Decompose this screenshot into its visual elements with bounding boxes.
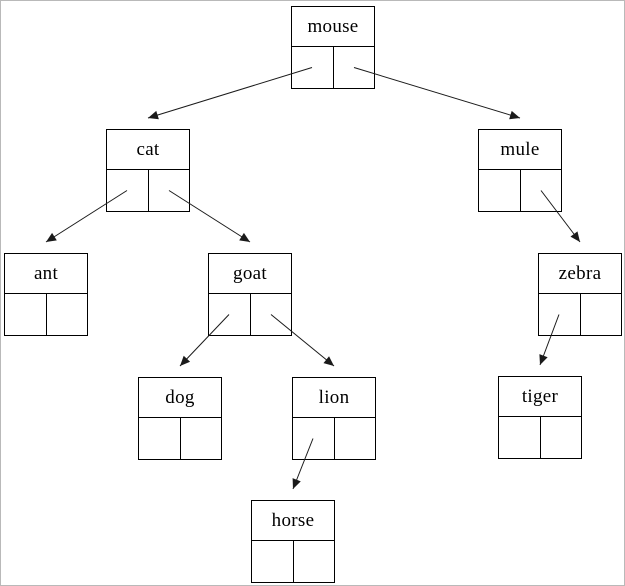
left-pointer-cell bbox=[107, 170, 149, 211]
pointer-cells bbox=[539, 294, 621, 335]
left-pointer-cell bbox=[292, 47, 334, 88]
node-label: mouse bbox=[292, 7, 374, 47]
left-pointer-cell bbox=[139, 418, 181, 459]
right-pointer-cell bbox=[294, 541, 335, 582]
node-label: horse bbox=[252, 501, 334, 541]
left-pointer-cell bbox=[499, 417, 541, 458]
pointer-cells bbox=[479, 170, 561, 211]
node-label: ant bbox=[5, 254, 87, 294]
right-pointer-cell bbox=[47, 294, 88, 335]
tree-node-zebra: zebra bbox=[538, 253, 622, 336]
tree-node-lion: lion bbox=[292, 377, 376, 460]
node-label: tiger bbox=[499, 377, 581, 417]
pointer-cells bbox=[293, 418, 375, 459]
right-pointer-cell bbox=[335, 418, 376, 459]
node-label: mule bbox=[479, 130, 561, 170]
tree-node-mouse: mouse bbox=[291, 6, 375, 89]
left-pointer-cell bbox=[539, 294, 581, 335]
pointer-cells bbox=[292, 47, 374, 88]
pointer-cells bbox=[107, 170, 189, 211]
pointer-cells bbox=[499, 417, 581, 458]
pointer-cells bbox=[252, 541, 334, 582]
tree-node-dog: dog bbox=[138, 377, 222, 460]
tree-node-cat: cat bbox=[106, 129, 190, 212]
left-pointer-cell bbox=[479, 170, 521, 211]
edge-mouse-mule bbox=[353, 67, 521, 120]
pointer-cells bbox=[139, 418, 221, 459]
right-pointer-cell bbox=[521, 170, 562, 211]
tree-node-horse: horse bbox=[251, 500, 335, 583]
left-pointer-cell bbox=[293, 418, 335, 459]
right-pointer-cell bbox=[334, 47, 375, 88]
right-pointer-cell bbox=[181, 418, 222, 459]
right-pointer-cell bbox=[251, 294, 292, 335]
node-label: zebra bbox=[539, 254, 621, 294]
pointer-cells bbox=[209, 294, 291, 335]
left-pointer-cell bbox=[252, 541, 294, 582]
left-pointer-cell bbox=[5, 294, 47, 335]
pointer-cells bbox=[5, 294, 87, 335]
tree-node-mule: mule bbox=[478, 129, 562, 212]
left-pointer-cell bbox=[209, 294, 251, 335]
tree-node-tiger: tiger bbox=[498, 376, 582, 459]
edge-mouse-cat bbox=[147, 67, 313, 120]
node-label: goat bbox=[209, 254, 291, 294]
node-label: lion bbox=[293, 378, 375, 418]
tree-node-ant: ant bbox=[4, 253, 88, 336]
tree-node-goat: goat bbox=[208, 253, 292, 336]
node-label: cat bbox=[107, 130, 189, 170]
node-label: dog bbox=[139, 378, 221, 418]
right-pointer-cell bbox=[581, 294, 622, 335]
right-pointer-cell bbox=[149, 170, 190, 211]
right-pointer-cell bbox=[541, 417, 582, 458]
